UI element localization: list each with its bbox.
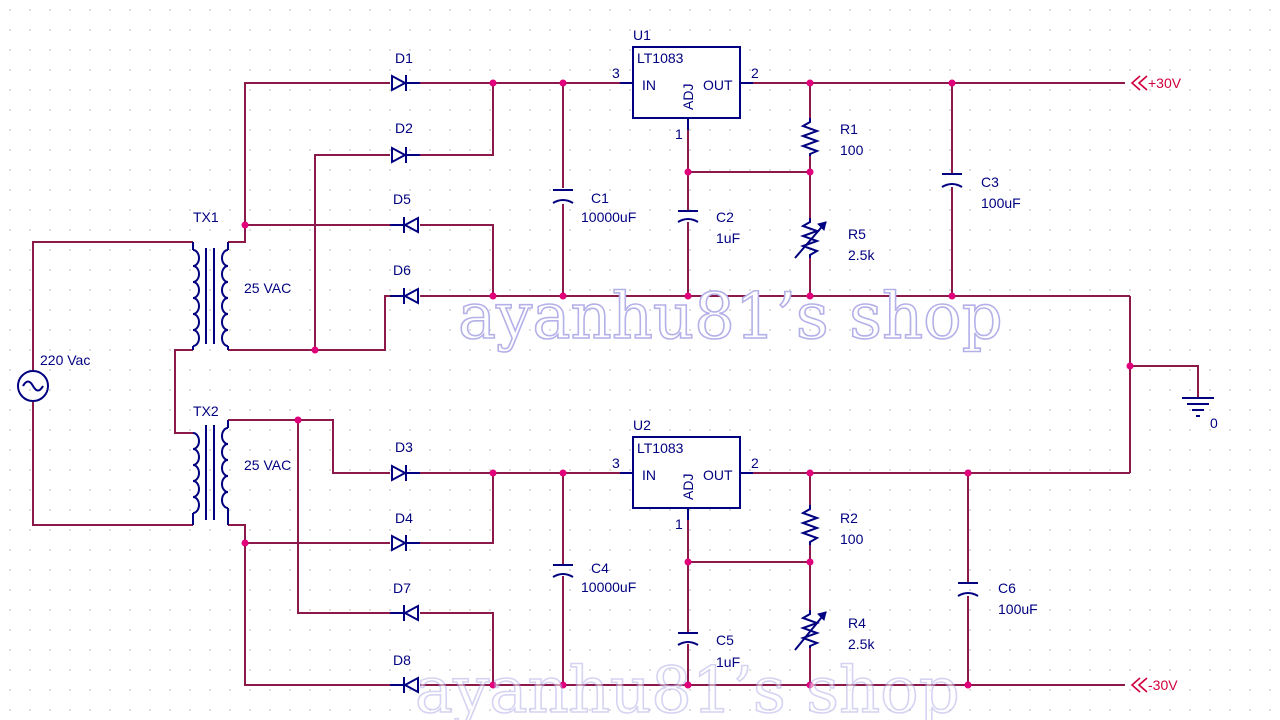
c6-value: 100uF [998, 601, 1038, 617]
tx1-rating: 25 VAC [244, 280, 291, 296]
u1-pin-in: IN [642, 77, 656, 93]
junction-dots [241, 79, 1134, 689]
potentiometer-r5-icon [794, 218, 827, 259]
d5-ref: D5 [393, 191, 411, 207]
tx2-ref: TX2 [193, 403, 219, 419]
r1-ref: R1 [840, 121, 858, 137]
regulator-u1: U1 LT1083 IN OUT ADJ 3 2 1 [612, 27, 759, 142]
ac-source-icon [17, 370, 49, 402]
c3-value: 100uF [981, 195, 1021, 211]
u1-part: LT1083 [637, 50, 684, 66]
diode-d3-icon [391, 464, 420, 482]
watermark-bottom: ayanhu81’s shop [415, 654, 960, 720]
d1-ref: D1 [395, 50, 413, 66]
diode-d8-icon [390, 676, 419, 694]
u2-pin1: 1 [675, 516, 683, 532]
u2-ref: U2 [633, 417, 651, 433]
transformer-tx1-icon [192, 242, 229, 350]
d2-ref: D2 [395, 120, 413, 136]
positive-output-label: +30V [1148, 75, 1182, 91]
d8-ref: D8 [393, 652, 411, 668]
u2-pin3: 3 [612, 455, 620, 471]
c4-value: 10000uF [581, 579, 636, 595]
r1-value: 100 [840, 142, 864, 158]
d6-ref: D6 [393, 262, 411, 278]
u1-pin-adj: ADJ [680, 84, 696, 110]
tx1-ref: TX1 [193, 209, 219, 225]
source-label: 220 Vac [40, 352, 90, 368]
c5-ref: C5 [716, 632, 734, 648]
capacitor-c6-icon [957, 582, 979, 597]
ground-label: 0 [1210, 415, 1218, 431]
r2-value: 100 [840, 531, 864, 547]
c5-value: 1uF [716, 654, 740, 670]
positive-output-port-icon [1130, 75, 1148, 91]
d7-ref: D7 [393, 580, 411, 596]
r5-ref: R5 [848, 226, 866, 242]
d4-ref: D4 [395, 510, 413, 526]
watermark-top: ayanhu81’s shop [458, 280, 1003, 354]
diode-d6-icon [390, 287, 419, 305]
capacitor-c1-icon [552, 189, 574, 204]
diode-d4-icon [391, 534, 420, 552]
capacitor-c3-icon [941, 173, 963, 188]
c2-ref: C2 [716, 209, 734, 225]
r2-ref: R2 [840, 510, 858, 526]
negative-output-port-icon [1130, 677, 1148, 693]
d3-ref: D3 [395, 439, 413, 455]
u2-pin-out: OUT [703, 467, 733, 483]
ground-icon [1182, 397, 1214, 417]
diode-d5-icon [390, 216, 419, 234]
tx2-rating: 25 VAC [244, 457, 291, 473]
u2-part: LT1083 [637, 440, 684, 456]
u1-pin2: 2 [751, 65, 759, 81]
capacitor-c2-icon [677, 210, 699, 223]
wires [32, 82, 1199, 686]
resistor-r1-icon [800, 118, 820, 156]
r4-ref: R4 [848, 615, 866, 631]
u2-pin2: 2 [751, 455, 759, 471]
r4-value: 2.5k [848, 636, 875, 652]
u2-pin-adj: ADJ [680, 474, 696, 500]
capacitor-c4-icon [552, 564, 574, 578]
regulator-u2: U2 LT1083 IN OUT ADJ 3 2 1 [612, 417, 759, 532]
diode-d2-icon [391, 146, 420, 164]
c3-ref: C3 [981, 174, 999, 190]
negative-output-label: -30V [1148, 677, 1178, 693]
c2-value: 1uF [716, 230, 740, 246]
potentiometer-r4-icon [794, 610, 827, 651]
resistor-r2-icon [800, 505, 820, 545]
c4-ref: C4 [591, 560, 609, 576]
u2-pin-in: IN [642, 467, 656, 483]
transformer-tx2-icon [192, 420, 229, 525]
u1-pin1: 1 [675, 126, 683, 142]
c1-value: 10000uF [581, 209, 636, 225]
c6-ref: C6 [998, 580, 1016, 596]
u1-ref: U1 [633, 27, 651, 43]
diode-d7-icon [390, 604, 419, 622]
u1-pin3: 3 [612, 65, 620, 81]
u1-pin-out: OUT [703, 77, 733, 93]
diode-d1-icon [391, 74, 420, 92]
r5-value: 2.5k [848, 247, 875, 263]
c1-ref: C1 [591, 190, 609, 206]
capacitor-c5-icon [677, 632, 699, 646]
